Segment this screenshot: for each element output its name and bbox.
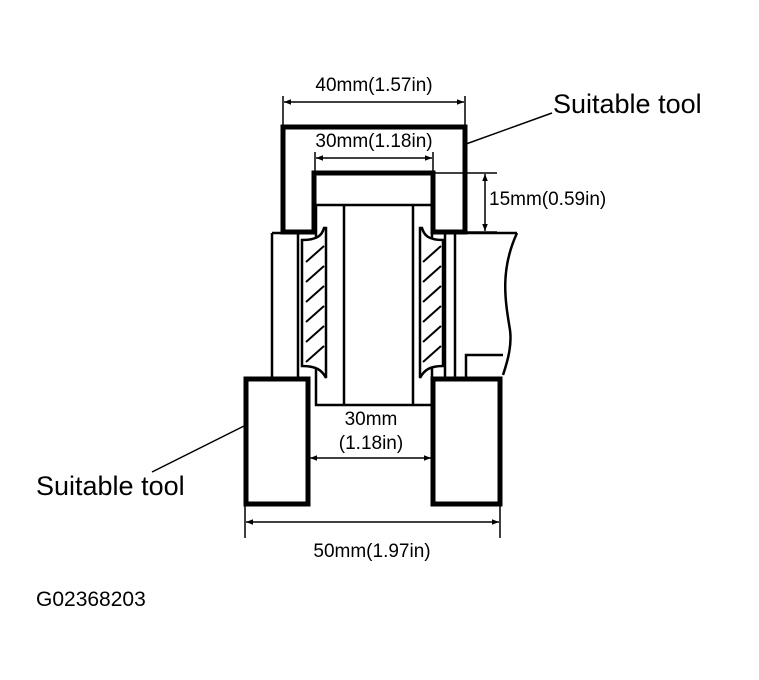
dim-top-height (433, 172, 497, 233)
label-suitable-tool-bottom: Suitable tool (36, 471, 185, 501)
leader-bottom-tool (151, 424, 247, 473)
dim-top-outer-width (282, 96, 466, 125)
dim-label-top-inner-width: 30mm(1.18in) (315, 131, 432, 152)
dim-label-top-height: 15mm(0.59in) (489, 189, 606, 210)
leader-top-tool (465, 112, 553, 145)
dim-bottom-outer-width (244, 506, 501, 538)
dim-label-bottom-gap-mm: 30mm (345, 409, 398, 430)
dim-label-bottom-gap-in: (1.18in) (339, 433, 403, 454)
right-bushing (418, 226, 445, 379)
dim-label-bottom-outer-width: 50mm(1.97in) (313, 541, 430, 562)
left-bushing (300, 226, 328, 379)
housing (270, 231, 519, 378)
bottom-suitable-tool (243, 376, 503, 507)
dim-label-top-outer-width: 40mm(1.57in) (315, 75, 432, 96)
inner-sleeve (314, 203, 434, 407)
figure-code: G02368203 (36, 588, 146, 611)
label-suitable-tool-top: Suitable tool (553, 89, 702, 119)
dim-top-inner-width (314, 152, 434, 171)
